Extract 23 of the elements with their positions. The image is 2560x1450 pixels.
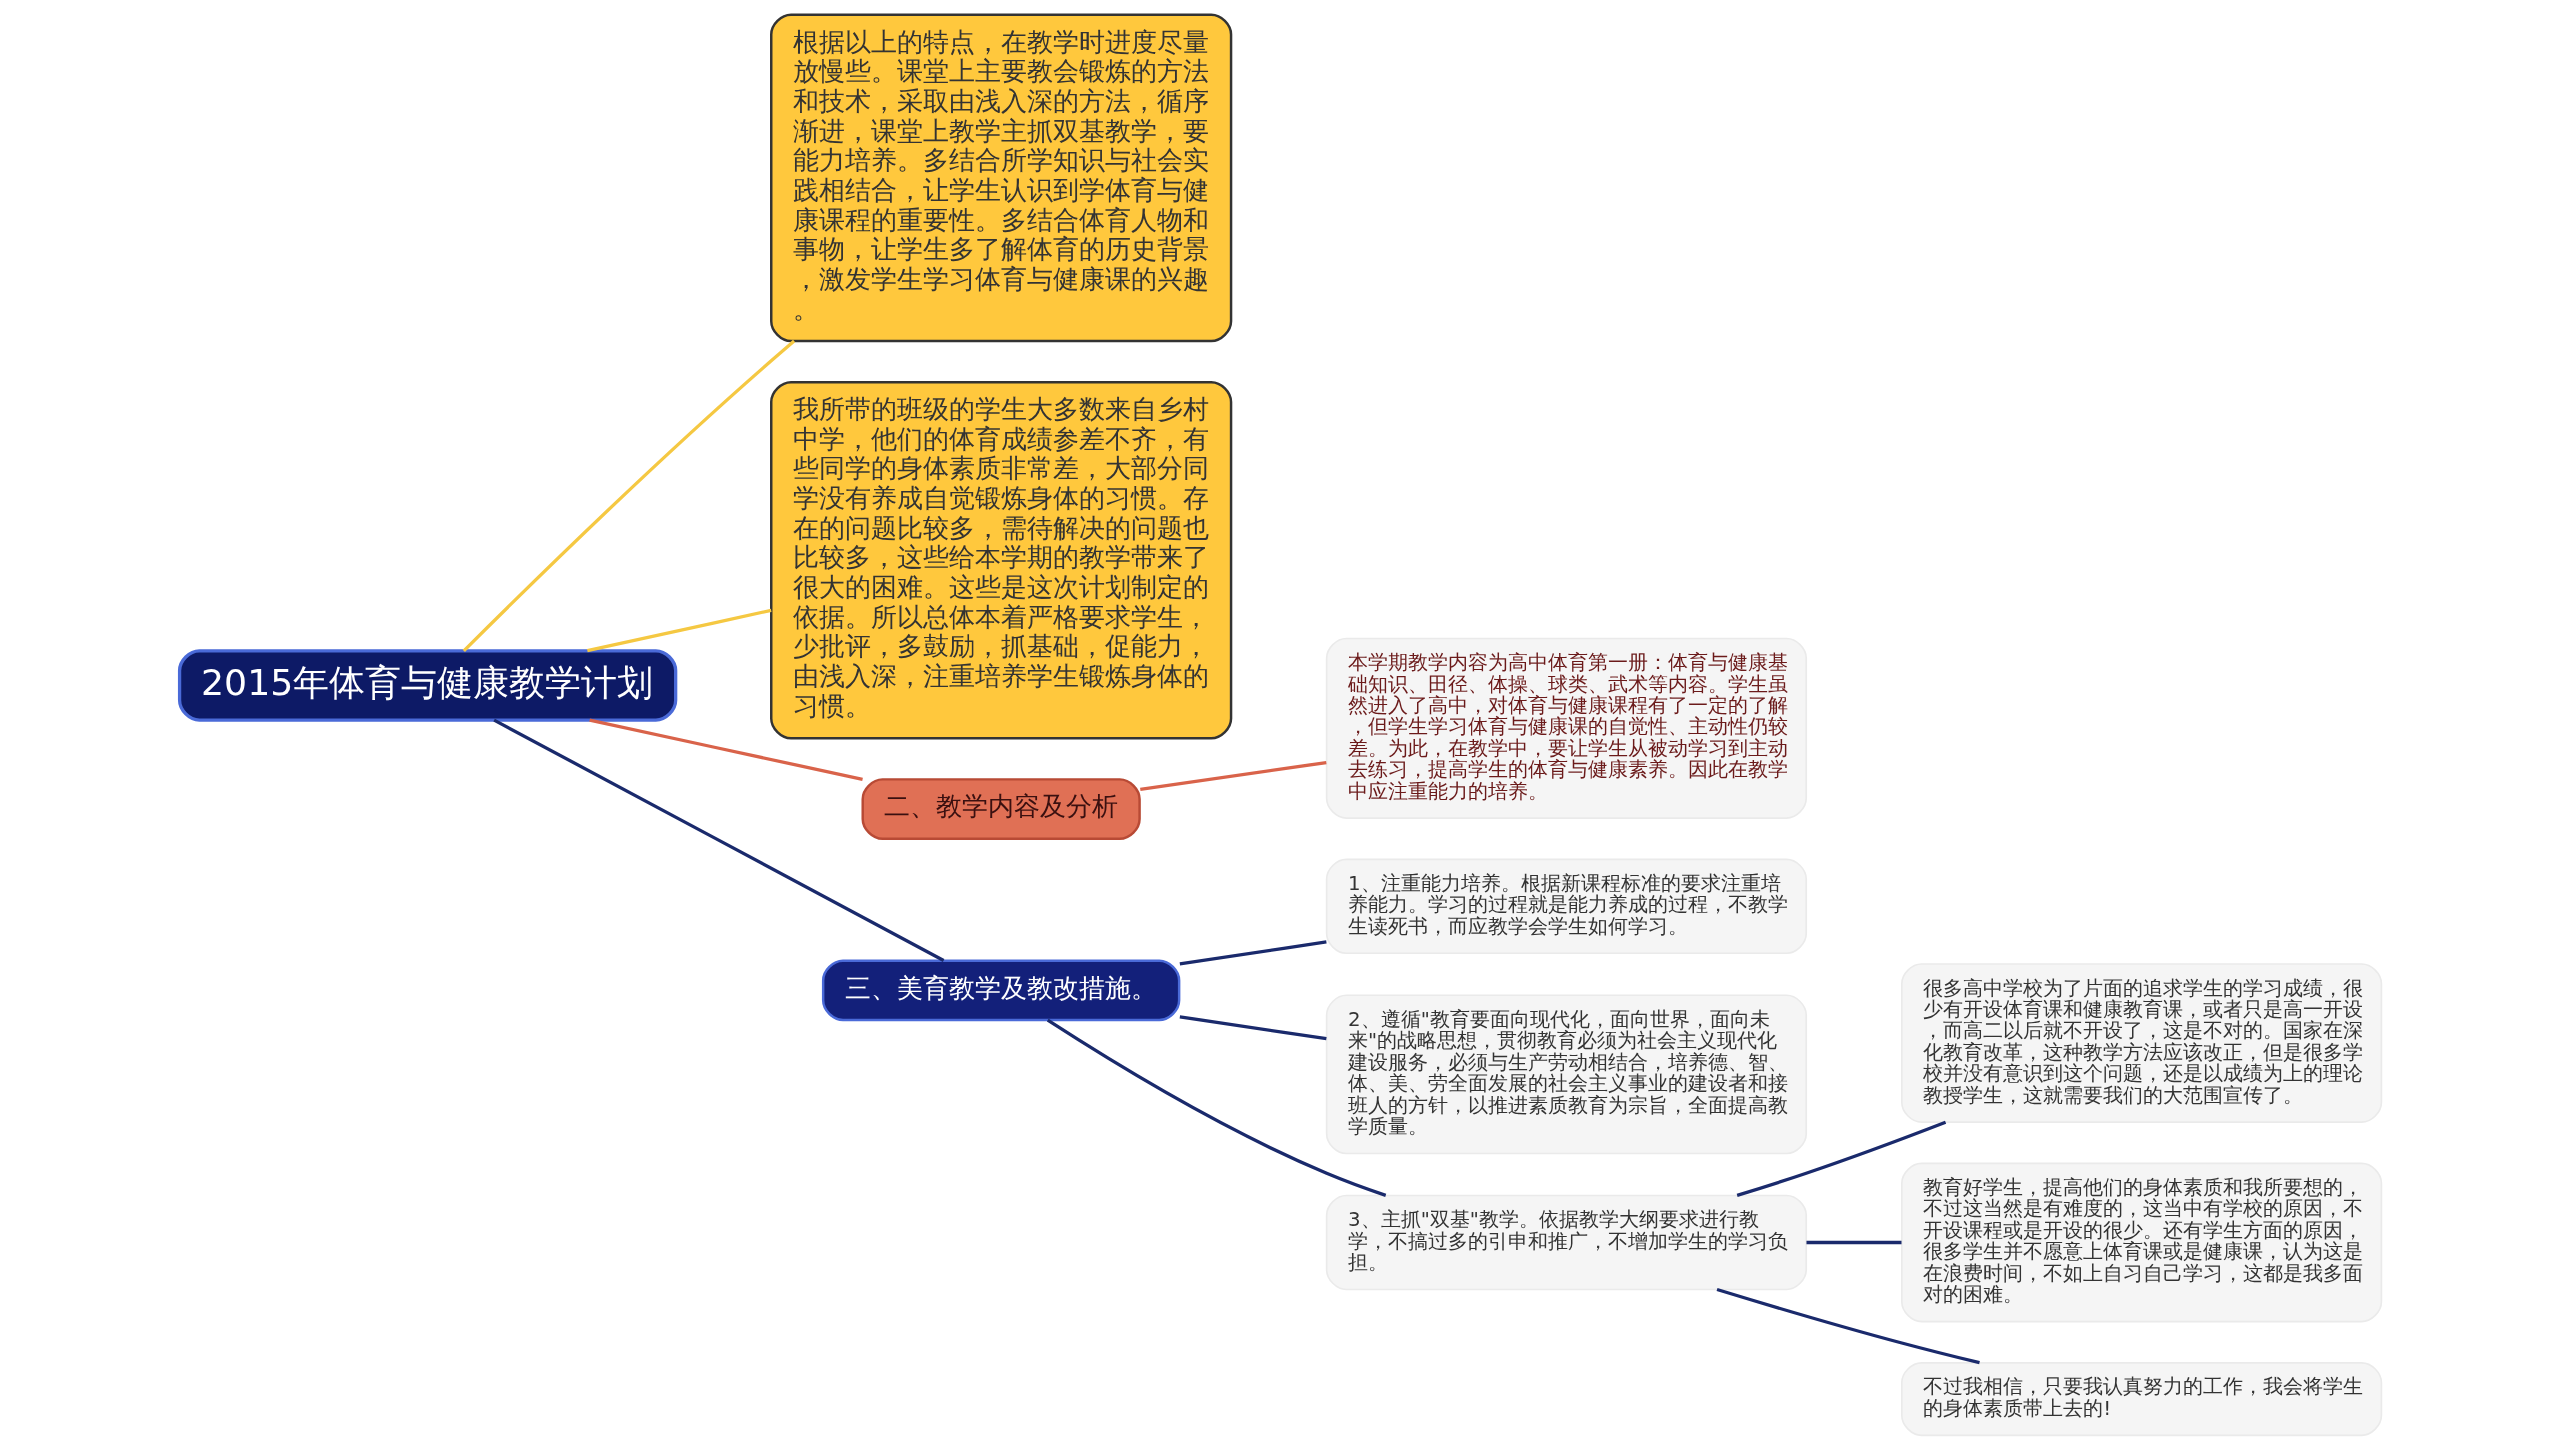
node-box: 很多高中学校为了片面的追求学生的学习成绩，很少有开设体育课和健康教育课，或者只是高一开设，而高二以后就不开设了，这是不对的。国家在深化教育改革，这种教学方法应该改正，但是很多学校并没有意识到这个问题，还是以成绩为上的理论教授学生，这就需要我们的大范围宣传了。 bbox=[1900, 963, 2382, 1123]
node-box: 3、主抓"双基"教学。依据教学大纲要求进行教学，不搞过多的引申和推广，不增加学生的学习负担。 bbox=[1325, 1194, 1807, 1291]
connector bbox=[462, 339, 795, 652]
connector bbox=[1179, 1015, 1327, 1041]
node-box: 二、教学内容及分析 bbox=[861, 778, 1141, 840]
connector bbox=[1736, 1120, 1946, 1197]
node-box: 根据以上的特点，在教学时进度尽量放慢些。课堂上主要教会锻炼的方法和技术，采取由浅入深的方法，循序渐进，课堂上教学主抓双基教学，要能力培养。多结合所学知识与社会实践相结合，让学生认识到学体育与健康课程的重要性。多结合体育人物和事物，让学生多了解体育的历史背景，激发学生学习体育与健康课的兴趣。 bbox=[769, 13, 1232, 343]
connector bbox=[492, 718, 944, 962]
connector bbox=[1716, 1287, 1980, 1365]
connector bbox=[1139, 760, 1327, 791]
connector bbox=[1179, 940, 1327, 966]
node-box: 三、美育教学及教改措施。 bbox=[821, 959, 1180, 1022]
node-box: 不过我相信，只要我认真努力的工作，我会将学生的身体素质带上去的! bbox=[1900, 1361, 2382, 1437]
connector bbox=[1806, 1240, 1901, 1245]
node-box: 1、注重能力培养。根据新课程标准的要求注重培养能力。学习的过程就是能力养成的过程，不教学生读死书，而应教学会学生如何学习。 bbox=[1325, 858, 1807, 955]
connector bbox=[588, 718, 863, 781]
node-box: 2、遵循"教育要面向现代化，面向世界，面向未来"的战略思想，贯彻教育必须为社会主义现代化建设服务，必须与生产劳动相结合，培养德、智、体、美、劳全面发展的社会主义事业的建设者和接班人的方针，以推进素质教育为宗旨，全面提高教学质量。 bbox=[1325, 994, 1807, 1155]
connector bbox=[586, 608, 772, 653]
connector bbox=[1046, 1018, 1386, 1197]
node-box: 我所带的班级的学生大多数来自乡村中学，他们的体育成绩参差不齐，有些同学的身体素质非常差，大部分同学没有养成自觉锻炼身体的习惯。存在的问题比较多，需待解决的问题也比较多，这些给本学期的教学带来了很大的困难。这些是这次计划制定的依据。所以总体本着严格要求学生，少批评，多鼓励，抓基础，促能力，由浅入深，注重培养学生锻炼身体的习惯。 bbox=[769, 380, 1232, 740]
node-box: 本学期教学内容为高中体育第一册：体育与健康基础知识、田径、体操、球类、武术等内容。学生虽然进入了高中，对体育与健康课程有了一定的了解，但学生学习体育与健康课的自觉性、主动性仍较差。为此，在教学中，要让学生从被动学习到主动去练习，提高学生的体育与健康素养。因此在教学中应注重能力的培养。 bbox=[1325, 637, 1807, 819]
node-box: 2015年体育与健康教学计划 bbox=[177, 649, 677, 722]
node-box: 教育好学生，提高他们的身体素质和我所要想的，不过这当然是有难度的，这当中有学校的原因，不开设课程或是开设的很少。还有学生方面的原因，很多学生并不愿意上体育课或是健康课，认为这是在浪费时间，不如上自习自己学习，这都是我多面对的困难。 bbox=[1900, 1162, 2382, 1323]
